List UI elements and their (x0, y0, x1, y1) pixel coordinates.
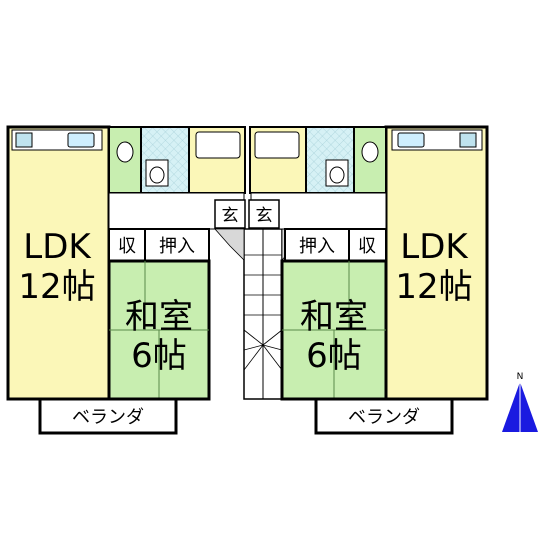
storage-right-label: 収 (358, 236, 376, 257)
stove-icon (15, 132, 33, 148)
washitsu-left-size: 6帖 (131, 336, 187, 376)
entrance-right (248, 199, 280, 229)
washitsu-right-size: 6帖 (306, 336, 362, 376)
ldk-right-name: LDK (400, 227, 469, 267)
veranda-right-label: ベランダ (348, 407, 420, 428)
washitsu-right-name: 和室 (300, 297, 368, 337)
stove-icon (459, 132, 477, 148)
veranda-left (38, 397, 178, 435)
bathtub-icon (195, 131, 241, 159)
toilet-icon (361, 141, 379, 163)
compass-north-label: N (517, 372, 524, 382)
unit-right: 玄 押入 収 ベランダ LDK 12帖 和室 6帖 (248, 125, 489, 435)
veranda-right (314, 397, 454, 435)
bathtub-icon (254, 131, 300, 159)
unit-left: 玄 収 押入 ベランダ LDK 12帖 和室 6帖 (6, 125, 246, 435)
entrance-left (214, 199, 246, 229)
toilet-icon (116, 141, 134, 163)
entrance-left-label: 玄 (222, 206, 239, 226)
entrance-right-label: 玄 (256, 206, 273, 226)
sink-icon (397, 132, 425, 148)
basin-bowl-icon (329, 166, 345, 184)
ldk-right-size: 12帖 (395, 267, 472, 307)
washitsu-left-name: 和室 (125, 297, 193, 337)
closet-left-label: 押入 (159, 236, 195, 257)
storage-left-label: 収 (118, 236, 136, 257)
veranda-left-label: ベランダ (72, 407, 144, 428)
sink-icon (67, 132, 95, 148)
ldk-left-size: 12帖 (18, 267, 95, 307)
ldk-left-name: LDK (23, 227, 92, 267)
ldk-right-floor (384, 125, 489, 401)
closet-left (144, 228, 210, 262)
compass: N (502, 372, 538, 432)
closet-right-label: 押入 (299, 236, 335, 257)
basin-bowl-icon (149, 166, 165, 184)
ldk-left-floor (6, 125, 111, 401)
